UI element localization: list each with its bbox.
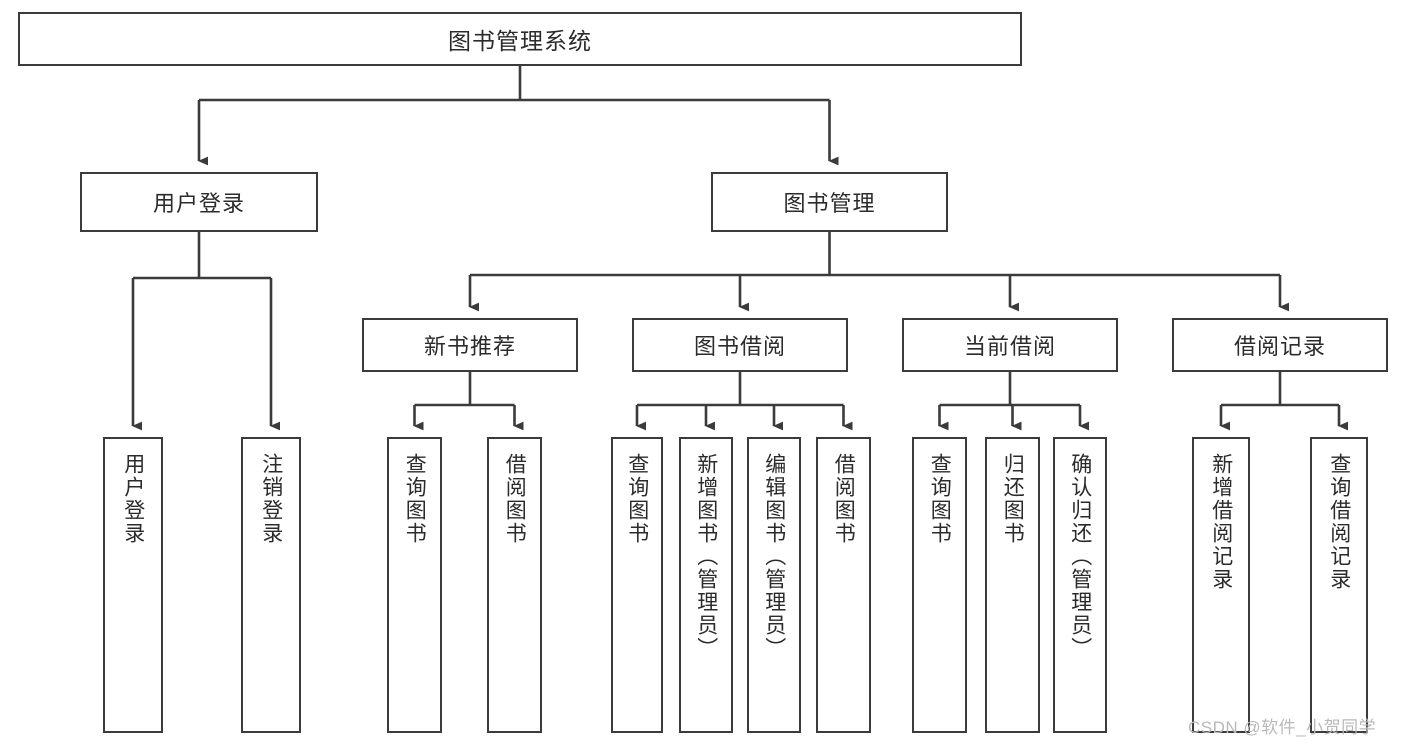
node-leaf-rcd-query[interactable]: 查询借阅记录 <box>1310 437 1368 733</box>
node-user-login[interactable]: 用户登录 <box>80 172 318 232</box>
node-leaf-rec-query[interactable]: 查询图书 <box>387 437 442 733</box>
node-current-borrow[interactable]: 当前借阅 <box>902 318 1118 372</box>
node-leaf-user-logout[interactable]: 注销登录 <box>241 437 301 733</box>
node-label: 用户登录 <box>121 453 145 545</box>
node-label: 当前借阅 <box>963 334 1056 359</box>
node-label: 图书借阅 <box>693 334 786 359</box>
node-label: 归还图书 <box>1001 453 1025 545</box>
node-leaf-cur-query[interactable]: 查询图书 <box>912 437 967 733</box>
node-borrow-record[interactable]: 借阅记录 <box>1172 318 1388 372</box>
node-leaf-user-login[interactable]: 用户登录 <box>103 437 163 733</box>
node-label: 新增图书（管理员） <box>694 453 718 660</box>
node-label: 借阅记录 <box>1233 334 1326 359</box>
node-book-borrow[interactable]: 图书借阅 <box>632 318 848 372</box>
node-label: 用户登录 <box>152 191 245 216</box>
node-leaf-rec-borrow[interactable]: 借阅图书 <box>487 437 542 733</box>
node-label: 查询借阅记录 <box>1327 453 1351 591</box>
node-label: 查询图书 <box>928 453 952 545</box>
node-label: 确认归还（管理员） <box>1068 453 1092 660</box>
node-label: 新书推荐 <box>423 334 516 359</box>
node-leaf-rcd-add[interactable]: 新增借阅记录 <box>1192 437 1250 733</box>
watermark-text: CSDN @软件_小贺同学 <box>1188 718 1377 737</box>
node-label: 编辑图书（管理员） <box>762 453 786 660</box>
node-leaf-cur-return[interactable]: 归还图书 <box>985 437 1040 733</box>
node-label: 新增借阅记录 <box>1209 453 1233 591</box>
node-leaf-brw-edit[interactable]: 编辑图书（管理员） <box>747 437 801 733</box>
node-leaf-brw-add[interactable]: 新增图书（管理员） <box>679 437 733 733</box>
node-label: 注销登录 <box>259 453 283 545</box>
node-root[interactable]: 图书管理系统 <box>18 12 1022 66</box>
node-label: 借阅图书 <box>503 453 527 545</box>
node-label: 查询图书 <box>403 453 427 545</box>
node-label: 图书管理 <box>783 191 876 216</box>
node-leaf-brw-query[interactable]: 查询图书 <box>611 437 663 733</box>
node-label: 借阅图书 <box>832 453 856 545</box>
node-new-book-rec[interactable]: 新书推荐 <box>362 318 578 372</box>
node-book-manage[interactable]: 图书管理 <box>711 172 948 232</box>
node-label: 查询图书 <box>625 453 649 545</box>
node-leaf-cur-confirm[interactable]: 确认归还（管理员） <box>1053 437 1107 733</box>
node-label: 图书管理系统 <box>448 28 592 54</box>
node-leaf-brw-borrow[interactable]: 借阅图书 <box>816 437 871 733</box>
